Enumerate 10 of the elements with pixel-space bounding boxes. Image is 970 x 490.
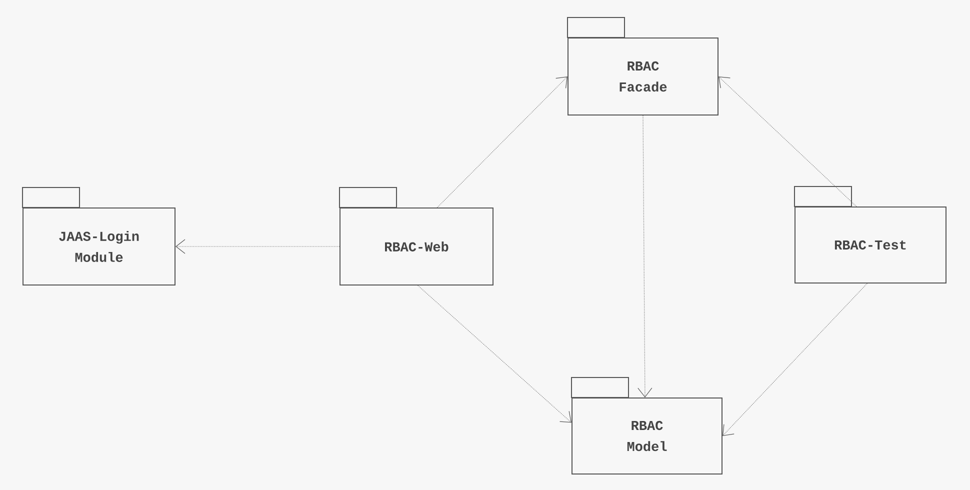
dependency-arrow xyxy=(418,285,572,423)
package-box: RBAC Facade xyxy=(567,17,718,116)
package-box: JAAS-Login Module xyxy=(22,187,176,286)
dependency-arrow xyxy=(176,239,340,254)
package-box: RBAC-Web xyxy=(339,187,494,286)
package-box: RBAC-Test xyxy=(794,186,946,284)
dependency-arrow xyxy=(638,115,652,398)
dependency-arrow xyxy=(436,76,568,208)
package-box: RBAC Model xyxy=(571,377,722,474)
dependency-arrow xyxy=(722,283,868,436)
